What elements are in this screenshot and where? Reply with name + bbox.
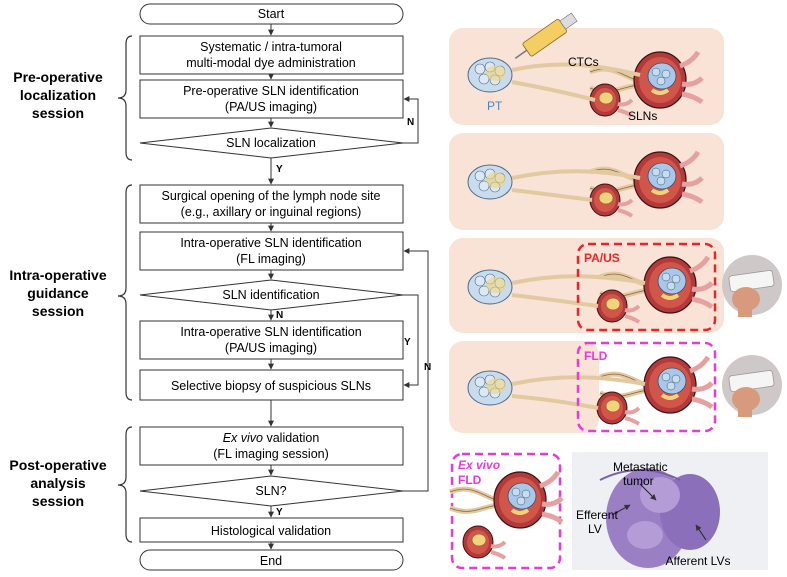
step1-line2: multi-modal dye administration xyxy=(186,56,356,70)
panel-ex-vivo: Ex vivo FLD Metastatic tumor Efferent LV… xyxy=(450,452,768,570)
step-intraop-fl-identification xyxy=(139,231,404,271)
post-session-line2: analysis xyxy=(30,475,85,491)
paus-highlight-box xyxy=(576,242,717,332)
afferent-label: Afferent LVs xyxy=(666,554,731,568)
paus-label: PA/US xyxy=(584,251,620,265)
step8-label: Histological validation xyxy=(211,524,331,538)
step7-line2: (FL imaging session) xyxy=(213,447,329,461)
step-preop-identification xyxy=(139,79,404,119)
pre-session-line1: Pre-operative xyxy=(13,69,103,85)
end-label: End xyxy=(260,554,282,568)
pre-session-line3: session xyxy=(32,105,84,121)
step2-line1: Pre-operative SLN identification xyxy=(183,84,359,98)
session-labels: Pre-operative localization session Intra… xyxy=(9,69,106,509)
step3-line2: (e.g., axillary or inguinal regions) xyxy=(181,205,362,219)
pre-session-line2: localization xyxy=(20,87,96,103)
yes-label-1: Y xyxy=(276,164,283,175)
step5-line2: (PA/US imaging) xyxy=(225,341,317,355)
panel-fld: FLD xyxy=(449,341,783,433)
step5-line1: Intra-operative SLN identification xyxy=(180,325,361,339)
fld-label: FLD xyxy=(584,349,608,363)
flowchart-labels: Start Systematic / intra-tumoral multi-m… xyxy=(162,7,381,568)
step-selective-biopsy xyxy=(139,369,404,401)
no-label-2: N xyxy=(276,310,283,321)
session-brackets xyxy=(117,35,133,543)
panel-preop: PT CTCs SLNs xyxy=(449,12,724,125)
step3-line1: Surgical opening of the lymph node site xyxy=(162,189,381,203)
post-session-line1: Post-operative xyxy=(9,457,106,473)
start-label: Start xyxy=(258,7,285,21)
syringe-icon xyxy=(514,12,578,59)
efferent-line2: LV xyxy=(588,522,602,536)
pt-label: PT xyxy=(487,99,503,113)
step-surgical-opening xyxy=(139,184,404,224)
ctcs-label: CTCs xyxy=(568,55,599,69)
yes-label-2: Y xyxy=(404,337,411,348)
step2-line2: (PA/US imaging) xyxy=(225,100,317,114)
post-session-line3: session xyxy=(32,493,84,509)
panel-surgical-opening xyxy=(449,133,724,230)
no-label-3: N xyxy=(424,362,431,373)
intra-session-line1: Intra-operative xyxy=(9,267,106,283)
yes-label-3: Y xyxy=(276,507,283,518)
fl-detector-icon xyxy=(721,354,783,418)
intra-session-line3: session xyxy=(32,303,84,319)
ex-vivo-label: Ex vivo xyxy=(458,458,500,472)
step-histological-validation xyxy=(139,517,404,543)
handheld-probe-icon xyxy=(721,254,783,318)
decision2-label: SLN identification xyxy=(222,288,319,302)
step-dye-administration xyxy=(139,35,404,75)
step7-rest: validation xyxy=(263,431,319,445)
step6-label: Selective biopsy of suspicious SLNs xyxy=(171,379,371,393)
efferent-line1: Efferent xyxy=(576,508,618,522)
panel-paus: PA/US xyxy=(449,238,783,333)
step7-line1: Ex vivo validation xyxy=(223,431,320,445)
histology-image xyxy=(572,452,768,570)
metastatic-line2: tumor xyxy=(623,474,654,488)
flow-arrows xyxy=(268,24,429,550)
branch-labels: Y N N Y N Y xyxy=(276,117,431,518)
step-intraop-paus-identification xyxy=(139,320,404,360)
end-terminal xyxy=(139,549,404,571)
step7-italic: Ex vivo xyxy=(223,431,263,445)
fld-highlight-box xyxy=(576,341,717,433)
decision3-label: SLN? xyxy=(255,484,286,498)
ex-vivo-fld-label: FLD xyxy=(458,473,482,487)
step4-line2: (FL imaging) xyxy=(236,252,306,266)
metastatic-line1: Metastatic xyxy=(613,460,668,474)
step-ex-vivo-validation xyxy=(139,426,404,466)
flowchart xyxy=(139,3,404,571)
step1-line1: Systematic / intra-tumoral xyxy=(200,40,342,54)
ex-vivo-box xyxy=(450,452,562,570)
no-label-1: N xyxy=(407,117,414,128)
slns-label: SLNs xyxy=(628,109,657,123)
step4-line1: Intra-operative SLN identification xyxy=(180,236,361,250)
intra-session-line2: guidance xyxy=(27,285,89,301)
decision1-label: SLN localization xyxy=(226,136,316,150)
